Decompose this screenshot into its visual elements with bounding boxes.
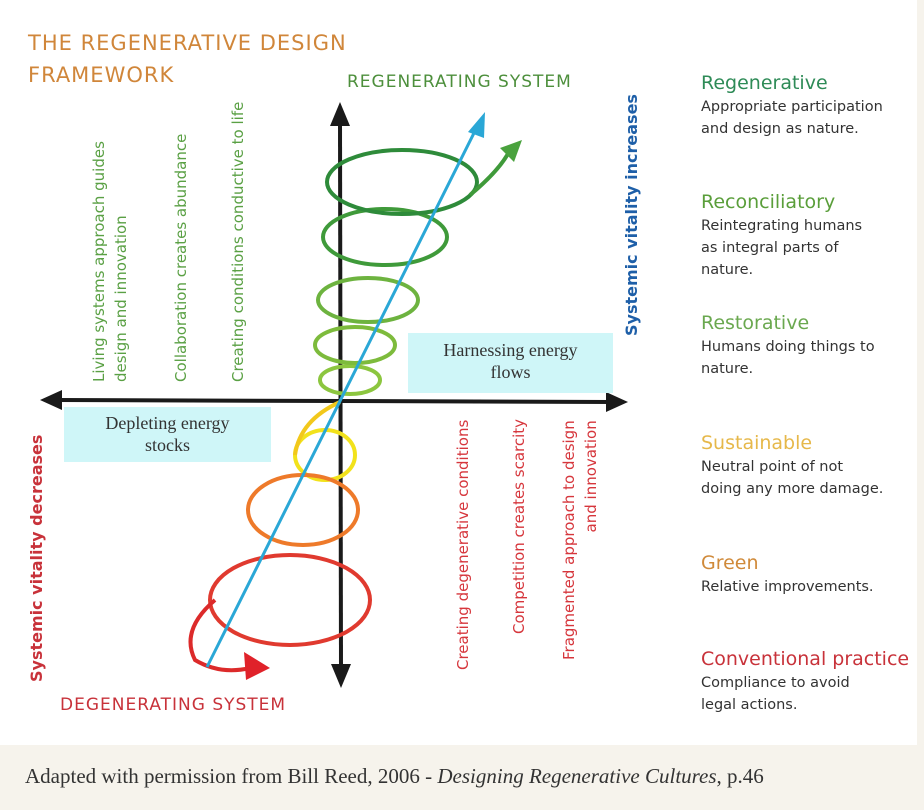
degenerative-trait: Fragmented approach to design and innova… — [560, 420, 600, 660]
spiral-loop — [208, 553, 372, 647]
harnessing-line2: flows — [490, 362, 531, 382]
spiral-loop — [325, 148, 479, 216]
diagram-title-line1: THE REGENERATIVE DESIGN — [28, 31, 347, 55]
harnessing-energy-box: Harnessing energy flows — [408, 333, 613, 393]
legend-restorative: Restorative Humans doing things to natur… — [701, 310, 921, 380]
depleting-line1: Depleting energy — [105, 413, 230, 433]
diagram-title-line2: FRAMEWORK — [28, 63, 175, 87]
legend-title: Green — [701, 552, 759, 574]
degenerating-system-label: DEGENERATING SYSTEM — [60, 695, 287, 715]
regenerative-trait: Collaboration creates abundance — [172, 133, 190, 382]
legend-title: Reconciliatory — [701, 191, 836, 213]
vitality-increases-label: Systemic vitality increases — [622, 94, 641, 336]
legend-title: Sustainable — [701, 432, 813, 454]
axis-arrow-up-icon — [330, 102, 350, 126]
spiral-loop — [313, 325, 397, 365]
depleting-line2: stocks — [145, 435, 190, 455]
legend-green: Green Relative improvements. — [701, 550, 921, 598]
legend-title: Restorative — [701, 312, 810, 334]
framework-drawing — [40, 102, 628, 688]
legend-regenerative: Regenerative Appropriate participation a… — [701, 70, 921, 140]
legend-title: Regenerative — [701, 72, 828, 94]
legend-reconciliatory: Reconciliatory Reintegrating humans as i… — [701, 189, 921, 281]
axis-arrow-left-icon — [40, 390, 62, 410]
regenerative-spiral — [313, 140, 522, 396]
vitality-decreases-label: Systemic vitality decreases — [27, 434, 46, 682]
regenerative-trait: Living systems approach guides design an… — [90, 141, 130, 382]
legend-conventional-practice: Conventional practice Compliance to avoi… — [701, 646, 921, 716]
spiral-loop — [321, 207, 449, 267]
spiral-loop — [316, 276, 420, 324]
degenerative-trait: Creating degenerative conditions — [454, 419, 472, 670]
harnessing-line1: Harnessing energy — [443, 340, 578, 360]
regenerating-system-label: REGENERATING SYSTEM — [347, 72, 572, 92]
legend-sustainable: Sustainable Neutral point of not doing a… — [701, 430, 921, 500]
diagram-panel: THE REGENERATIVE DESIGN FRAMEWORK REGENE… — [0, 0, 917, 745]
depleting-energy-box: Depleting energy stocks — [64, 407, 271, 462]
horizontal-axis — [57, 398, 613, 404]
axis-arrow-right-icon — [606, 392, 628, 412]
trend-line — [205, 124, 480, 668]
legend-title: Conventional practice — [701, 648, 910, 670]
degenerative-trait: Competition creates scarcity — [510, 418, 528, 634]
green-arrowhead-icon — [500, 140, 522, 162]
red-arrowhead-icon — [244, 652, 270, 680]
axis-arrow-down-icon — [331, 664, 351, 688]
book-title: Designing Regenerative Cultures — [437, 764, 717, 788]
figure-caption: Adapted with permission from Bill Reed, … — [25, 764, 764, 788]
regenerative-trait: Creating conditions conductive to life — [229, 101, 247, 382]
blue-arrowhead-icon — [468, 112, 485, 138]
spiral-loop — [318, 364, 382, 396]
